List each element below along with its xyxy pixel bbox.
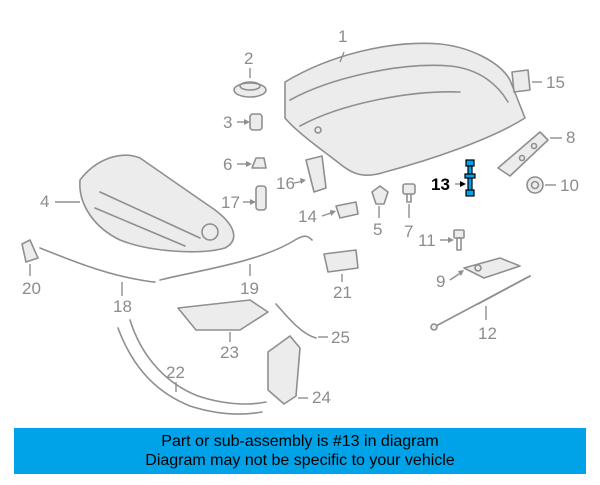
part-20-release-handle[interactable] xyxy=(21,239,39,263)
callout-3: 3 xyxy=(223,113,232,132)
callout-18: 18 xyxy=(113,297,132,316)
part-10-nut[interactable] xyxy=(526,176,544,194)
part-4-insulation[interactable] xyxy=(79,154,235,253)
info-banner: Part or sub-assembly is #13 in diagram D… xyxy=(14,428,586,474)
callout-20: 20 xyxy=(22,279,41,298)
banner-line-2: Diagram may not be specific to your vehi… xyxy=(145,452,455,469)
part-12-gas-strut[interactable] xyxy=(430,275,531,331)
callout-16: 16 xyxy=(276,174,295,193)
callout-1: 1 xyxy=(338,27,347,46)
callout-11: 11 xyxy=(418,231,436,250)
part-11-bolt[interactable] xyxy=(453,229,465,251)
callout-4: 4 xyxy=(40,192,49,211)
callout-7: 7 xyxy=(404,222,413,241)
part-21-lock[interactable] xyxy=(323,249,359,273)
part-7-buffer[interactable] xyxy=(402,183,416,203)
part-23-air-duct[interactable] xyxy=(177,299,269,331)
part-18-release-cable[interactable] xyxy=(39,247,156,283)
callout-5: 5 xyxy=(373,220,382,239)
callout-19: 19 xyxy=(240,279,259,298)
part-13-stud-highlighted[interactable] xyxy=(464,159,476,197)
callout-2: 2 xyxy=(244,49,253,68)
callout-9: 9 xyxy=(436,272,445,291)
part-17-clip[interactable] xyxy=(255,185,267,211)
part-24-duct[interactable] xyxy=(267,335,301,405)
callout-8: 8 xyxy=(566,128,575,147)
part-16-bracket[interactable] xyxy=(305,155,327,193)
part-25-seal-strip[interactable] xyxy=(275,303,317,339)
callout-15: 15 xyxy=(546,73,565,92)
callout-13: 13 xyxy=(431,175,450,194)
part-9-bracket[interactable] xyxy=(463,257,521,279)
callout-17: 17 xyxy=(221,193,240,212)
callout-21: 21 xyxy=(333,283,352,302)
part-15-bumper-block[interactable] xyxy=(511,69,531,93)
part-8-hinge[interactable] xyxy=(497,131,549,177)
part-5-clip[interactable] xyxy=(371,185,389,205)
callout-10: 10 xyxy=(560,176,579,195)
callout-14: 14 xyxy=(298,207,317,226)
callout-25: 25 xyxy=(331,328,350,347)
callout-6: 6 xyxy=(223,155,232,174)
part-14-latch[interactable] xyxy=(335,201,359,219)
callout-23: 23 xyxy=(220,343,239,362)
callout-24: 24 xyxy=(312,388,331,407)
callout-12: 12 xyxy=(478,324,497,343)
banner-line-1: Part or sub-assembly is #13 in diagram xyxy=(161,433,439,450)
part-19-release-cable[interactable] xyxy=(159,235,313,281)
part-2-grommet[interactable] xyxy=(233,81,267,98)
part-6-bumper[interactable] xyxy=(251,157,267,169)
part-22-seal[interactable] xyxy=(117,319,267,415)
part-hood[interactable] xyxy=(284,42,526,176)
part-3-stop[interactable] xyxy=(249,113,263,131)
callout-22: 22 xyxy=(166,363,185,382)
